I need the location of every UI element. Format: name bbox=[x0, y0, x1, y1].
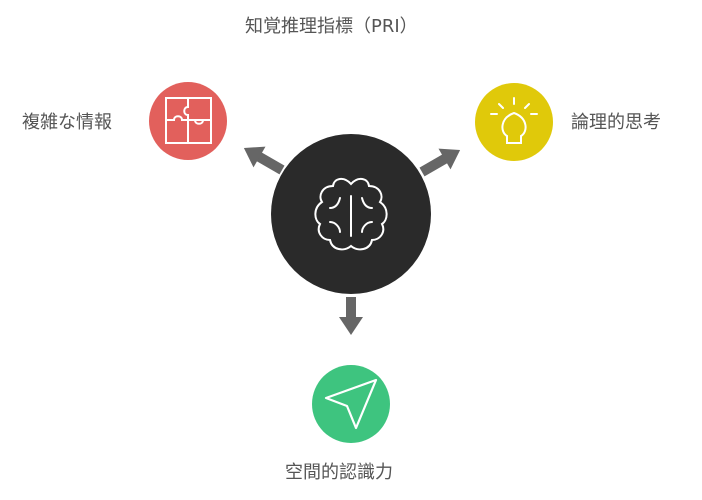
arrows bbox=[243, 146, 461, 335]
navigation-icon bbox=[324, 378, 378, 430]
bottom-node bbox=[312, 365, 390, 443]
right-label: 論理的思考 bbox=[571, 112, 661, 133]
diagram-title: 知覚推理指標（PRI） bbox=[245, 16, 418, 37]
arrow-left bbox=[243, 146, 285, 175]
left-label: 複雑な情報 bbox=[22, 112, 112, 133]
right-node bbox=[475, 83, 553, 161]
lightbulb-icon bbox=[490, 97, 538, 144]
brain-icon bbox=[314, 178, 388, 251]
puzzle-icon bbox=[165, 97, 212, 144]
arrow-right bbox=[419, 148, 461, 177]
bottom-label: 空間的認識力 bbox=[285, 462, 393, 483]
arrow-down bbox=[339, 297, 363, 335]
